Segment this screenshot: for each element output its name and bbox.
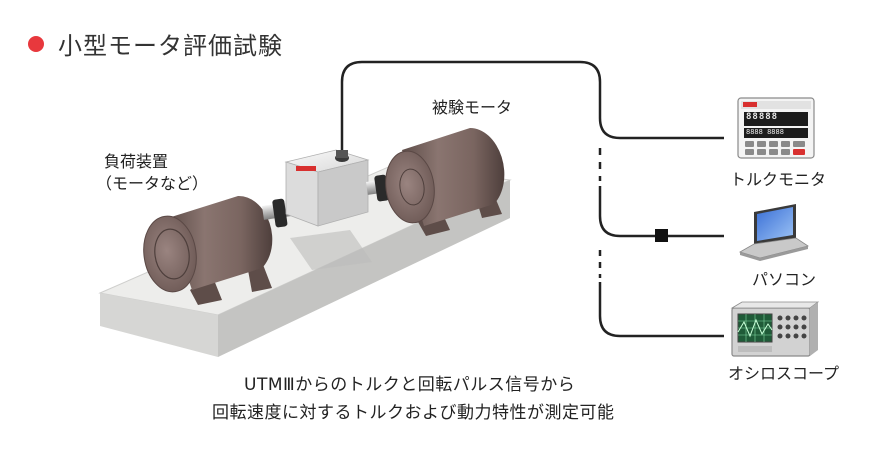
pc-label: パソコン — [752, 270, 817, 289]
title-bullet-icon — [28, 35, 44, 52]
cable-connector-icon — [655, 229, 668, 242]
pc-cable — [598, 186, 724, 238]
caption-line-2: 回転速度に対するトルクおよび動力特性が測定可能 — [212, 403, 615, 423]
monitor-display-row2: 8888 8888 — [746, 128, 784, 136]
sensor-to-monitor-cable — [340, 60, 724, 150]
laptop-icon — [738, 204, 809, 261]
title-row: 小型モータ評価試験 — [28, 26, 283, 61]
page-title: 小型モータ評価試験 — [58, 32, 283, 60]
oscilloscope-icon — [730, 301, 820, 357]
torque-sensor-box — [284, 149, 370, 227]
load-device-label: 負荷装置 — [104, 152, 169, 171]
torque-monitor-label: トルクモニタ — [730, 170, 827, 189]
load-motor — [143, 195, 273, 305]
monitor-display-row1: 88888 — [746, 112, 779, 122]
caption-line-1: UTMⅢからのトルクと回転パルス信号から — [244, 375, 576, 395]
torque-monitor-icon — [737, 97, 815, 159]
scope-cable — [598, 282, 724, 338]
oscilloscope-label: オシロスコープ — [728, 364, 840, 383]
cables — [340, 60, 724, 338]
load-device-sublabel: （モータなど） — [96, 174, 209, 193]
test-motor-label: 被験モータ — [432, 98, 513, 117]
test-motor — [385, 127, 505, 236]
